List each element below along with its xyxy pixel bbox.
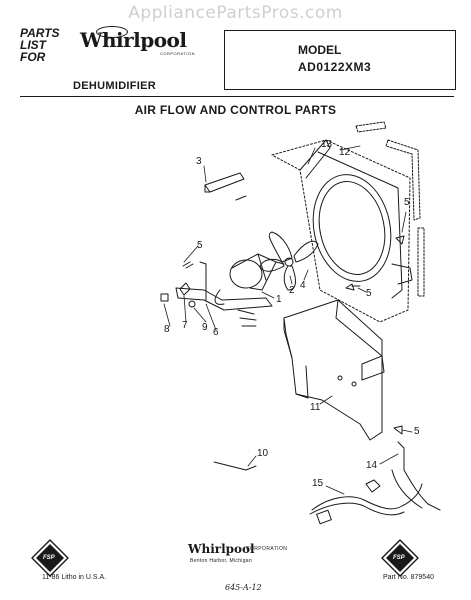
fsp-logo-left-shape [31, 539, 69, 577]
leader-lines [163, 145, 413, 495]
gasket-strip [355, 121, 425, 297]
wire-part-10 [213, 461, 257, 471]
product-name: DEHUMIDIFIER [73, 80, 157, 92]
model-number: AD0122XM3 [298, 60, 372, 74]
footer-address: Benton Harbor, Michigan [190, 558, 252, 564]
fan-blade [259, 231, 319, 291]
watermark: AppliancePartsPros.com [128, 3, 343, 23]
motor-bracket [175, 261, 273, 311]
brand-logo: Whirlpool [80, 28, 187, 52]
callout-4: 4 [300, 280, 306, 291]
callout-1: 1 [276, 294, 282, 305]
parts-list-heading: PARTS LIST FOR [20, 27, 60, 63]
header-rule [20, 96, 454, 97]
fsp-logo-right: FSP [393, 555, 405, 561]
footer-brand-corporation: CORPORATION [246, 546, 288, 552]
callout-10: 10 [257, 448, 269, 459]
fan-motor [214, 253, 285, 305]
callout-5: 5 [197, 240, 203, 251]
callout-8: 8 [164, 324, 170, 335]
callout-11: 11 [310, 402, 321, 413]
part-number: Part No. 879540 [383, 574, 434, 581]
fsp-logo-left: FSP [43, 555, 55, 561]
parts-list-line: LIST [20, 38, 46, 52]
model-box [224, 30, 456, 90]
litho-note: 11-86 Litho in U.S.A. [42, 574, 107, 581]
section-title: AIR FLOW AND CONTROL PARTS [134, 103, 337, 117]
housing-panel [271, 139, 413, 323]
base-baffle [283, 299, 385, 441]
callout-14: 14 [366, 460, 378, 471]
callout-3: 3 [196, 156, 202, 167]
small-parts [160, 282, 257, 327]
power-cord [309, 469, 441, 525]
callout-5: 5 [404, 197, 410, 208]
parts-list-line: PARTS [20, 26, 60, 40]
handwritten-note: 645-A-12 [225, 583, 262, 592]
parts-list-line: FOR [20, 50, 46, 64]
bracket-3 [204, 172, 247, 201]
callout-5: 5 [366, 288, 372, 299]
fsp-logo-right-shape [381, 539, 419, 577]
callout-12: 12 [339, 147, 351, 158]
callout-6: 6 [213, 327, 219, 338]
brand-logo-oval [96, 26, 128, 38]
callout-7: 7 [182, 320, 188, 331]
brand-corporation: CORPORATION [160, 51, 195, 56]
callout-13: 13 [321, 139, 333, 150]
callout-5: 5 [414, 426, 420, 437]
callout-2: 2 [289, 285, 295, 296]
model-label: MODEL [298, 43, 342, 57]
callout-9: 9 [202, 322, 208, 333]
footer-brand: Whirlpool [188, 542, 255, 556]
callout-15: 15 [312, 478, 324, 489]
